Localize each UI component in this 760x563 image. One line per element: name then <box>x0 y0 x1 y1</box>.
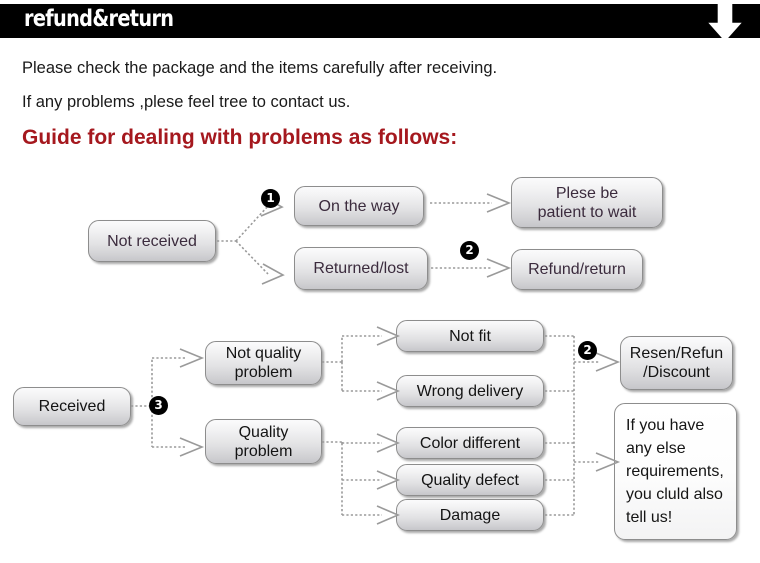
box-not-fit[interactable]: Not fit <box>396 320 544 352</box>
box-any-else-requirements[interactable]: If you have any else requirements, you c… <box>614 403 737 540</box>
box-refund-return[interactable]: Refund/return <box>511 249 643 290</box>
intro-line-1: Please check the package and the items c… <box>22 59 498 77</box>
box-quality-defect[interactable]: Quality defect <box>396 464 544 496</box>
badge-3: 3 <box>149 396 168 415</box>
page-title: refund&return <box>24 6 174 32</box>
box-any-else-requirements-line5: tell us! <box>626 509 673 526</box>
intro-line-2: If any problems ,plese feel tree to cont… <box>22 93 351 111</box>
box-please-be-patient[interactable]: Plese be patient to wait <box>511 177 663 228</box>
box-any-else-requirements-line1: If you have <box>626 417 705 434</box>
box-received[interactable]: Received <box>13 387 131 426</box>
box-resend-refund-discount[interactable]: Resen/Refun /Discount <box>620 336 733 390</box>
down-arrow-icon <box>708 2 742 42</box>
box-quality-problem[interactable]: Quality problem <box>205 419 322 464</box>
badge-1: 1 <box>261 189 280 208</box>
badge-2-top: 2 <box>460 241 479 260</box>
box-damage[interactable]: Damage <box>396 499 544 531</box>
box-any-else-requirements-line3: requirements, <box>626 463 724 480</box>
badge-2-bottom: 2 <box>578 341 597 360</box>
section-heading: Guide for dealing with problems as follo… <box>22 126 458 149</box>
box-not-quality-problem-line1: Not quality <box>225 345 302 362</box>
box-not-quality-problem-line2: problem <box>234 364 293 381</box>
box-not-received[interactable]: Not received <box>88 220 216 262</box>
box-please-be-patient-line1: Plese be <box>555 184 619 202</box>
box-on-the-way[interactable]: On the way <box>294 186 424 226</box>
box-any-else-requirements-line2: any else <box>626 440 686 457</box>
box-resend-refund-discount-line1: Resen/Refun <box>629 345 724 362</box>
box-quality-problem-line1: Quality <box>238 423 289 441</box>
box-any-else-requirements-line4: you cluld also <box>626 486 723 503</box>
box-please-be-patient-line2: patient to wait <box>537 203 637 221</box>
box-not-quality-problem[interactable]: Not quality problem <box>205 341 322 385</box>
box-resend-refund-discount-line2: /Discount <box>643 364 710 381</box>
box-color-different[interactable]: Color different <box>396 427 544 459</box>
box-quality-problem-line2: problem <box>234 442 293 460</box>
box-wrong-delivery[interactable]: Wrong delivery <box>396 375 544 407</box>
box-returned-lost[interactable]: Returned/lost <box>294 247 428 290</box>
header-bar <box>0 4 760 38</box>
